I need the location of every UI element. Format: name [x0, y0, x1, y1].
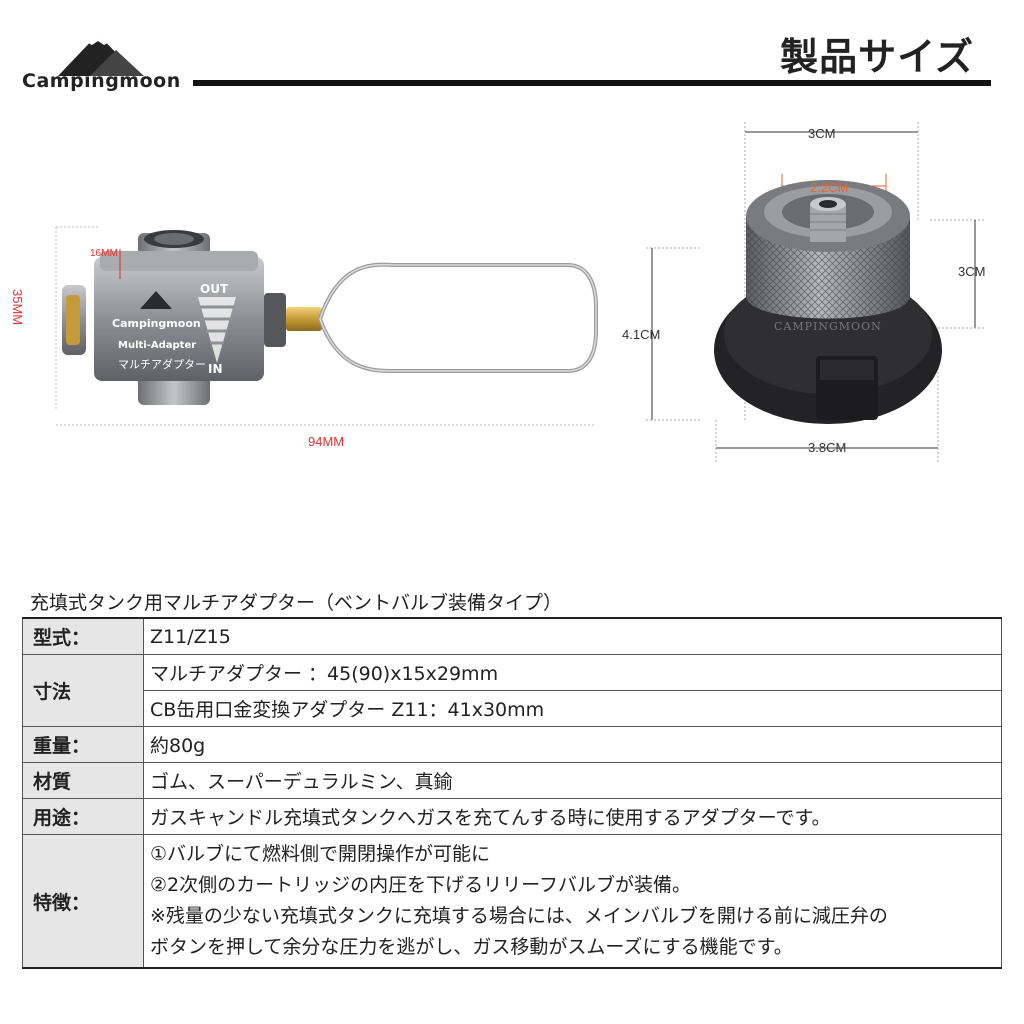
- feature-line: ※残量の少ない充填式タンクに充填する場合には、メインバルブを開ける前に減圧弁の: [150, 905, 888, 927]
- spec-value-features: ①バルブにて燃料側で開閉操作が可能に ②2次側のカートリッジの内圧を下げるリリー…: [143, 834, 1002, 969]
- header-rule: [193, 80, 991, 86]
- dim-height-label-right: 4.1CM: [622, 327, 661, 342]
- dim-side-label: 3CM: [958, 264, 986, 279]
- spec-row-size-1: 寸法 マルチアダプター ：45(90)x15x29mm: [22, 654, 1002, 727]
- spec-key-usage: 用途：: [22, 798, 144, 835]
- spec-key-size: 寸法: [22, 654, 144, 727]
- brand-name: Campingmoon: [22, 70, 181, 92]
- spec-value-size-2: CB缶用口金変換アダプター Z11：41x30mm: [143, 690, 1002, 727]
- spec-table: 型式： Z11/Z15 寸法 マルチアダプター ：45(90)x15x29mm …: [22, 617, 1002, 969]
- spec-row-model: 型式： Z11/Z15: [22, 617, 1002, 655]
- page-title: 製品サイズ: [780, 35, 974, 79]
- spec-row-size-2: CB缶用口金変換アダプター Z11：41x30mm: [23, 690, 1002, 727]
- dim-bottom-label: 3.8CM: [808, 440, 847, 455]
- cb-adapter-drawing: [646, 122, 985, 462]
- in-label: IN: [208, 362, 223, 376]
- spec-row-usage: 用途： ガスキャンドル充填式タンクへガスを充てんする時に使用するアダプターです。: [22, 798, 1002, 835]
- spec-key-features: 特徴：: [22, 834, 144, 969]
- spec-caption: 充填式タンク用マルチアダプター（ベントバルブ装備タイプ）: [30, 592, 563, 614]
- ring-brand-text: CAMPINGMOON: [774, 320, 882, 333]
- body-brand-text: Campingmoon: [112, 317, 201, 330]
- spec-value-weight: 約80g: [143, 726, 1002, 763]
- spec-value-model: Z11/Z15: [143, 617, 1002, 655]
- spec-key-model: 型式：: [22, 617, 144, 655]
- spec-value-size-1: マルチアダプター ：45(90)x15x29mm: [143, 654, 1002, 691]
- dim-inner-diameter-label: 2.2CM: [810, 180, 849, 195]
- dim-inner-label: 16MM: [90, 248, 118, 259]
- spec-row-features: 特徴： ①バルブにて燃料側で開閉操作が可能に ②2次側のカートリッジの内圧を下げ…: [22, 834, 1002, 969]
- spec-key-material: 材質: [22, 762, 144, 799]
- feature-line: ①バルブにて燃料側で開閉操作が可能に: [150, 843, 491, 865]
- dim-top-label: 3CM: [808, 126, 836, 141]
- multi-adapter-drawing: [55, 226, 598, 426]
- spec-row-weight: 重量： 約80g: [22, 726, 1002, 763]
- spec-value-usage: ガスキャンドル充填式タンクへガスを充てんする時に使用するアダプターです。: [143, 798, 1002, 835]
- brand-logo-mountain-icon: [58, 34, 144, 76]
- dim-width-label: 94MM: [308, 434, 345, 449]
- feature-line: ボタンを押して余分な圧力を逃がし、ガス移動がスムーズにする機能です。: [150, 936, 793, 958]
- dim-height-label: 35MM: [10, 289, 25, 326]
- spec-value-material: ゴム、スーパーデュラルミン、真鍮: [143, 762, 1002, 799]
- model-line1: Multi-Adapter: [118, 340, 197, 351]
- spec-key-weight: 重量：: [22, 726, 144, 763]
- feature-line: ②2次側のカートリッジの内圧を下げるリリーフバルブが装備。: [150, 874, 691, 896]
- spec-row-material: 材質 ゴム、スーパーデュラルミン、真鍮: [22, 762, 1002, 799]
- model-line2: マルチアダプター: [118, 358, 206, 371]
- out-label: OUT: [200, 282, 229, 296]
